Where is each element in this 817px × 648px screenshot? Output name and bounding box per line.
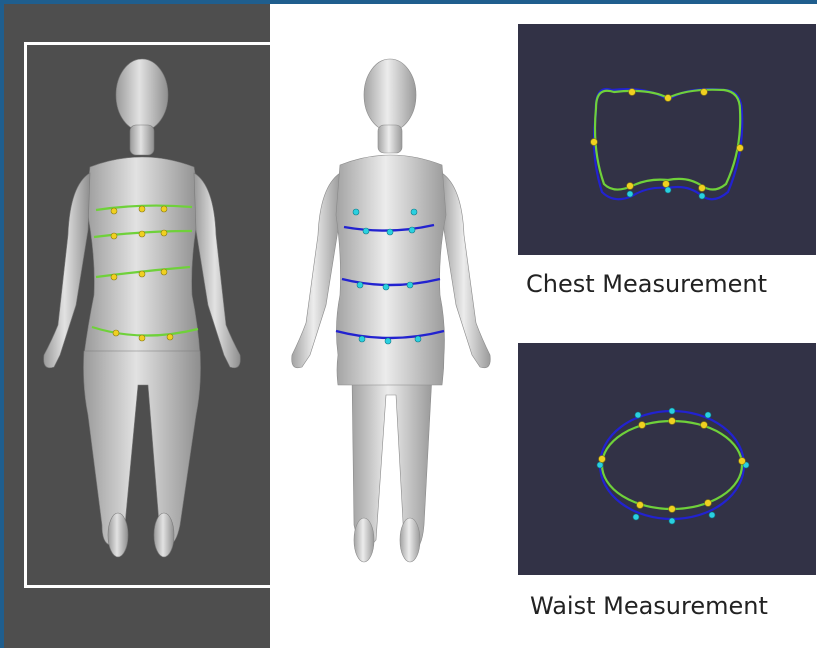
waist-measurement-caption: Waist Measurement: [530, 592, 768, 620]
waist-measurement-plot: [518, 343, 816, 575]
clothed-body-mesh-icon: [282, 55, 512, 575]
chest-measurement-caption: Chest Measurement: [526, 270, 767, 298]
chest-measurement-plot: [518, 24, 816, 255]
nude-body-mesh-icon: [30, 55, 270, 565]
